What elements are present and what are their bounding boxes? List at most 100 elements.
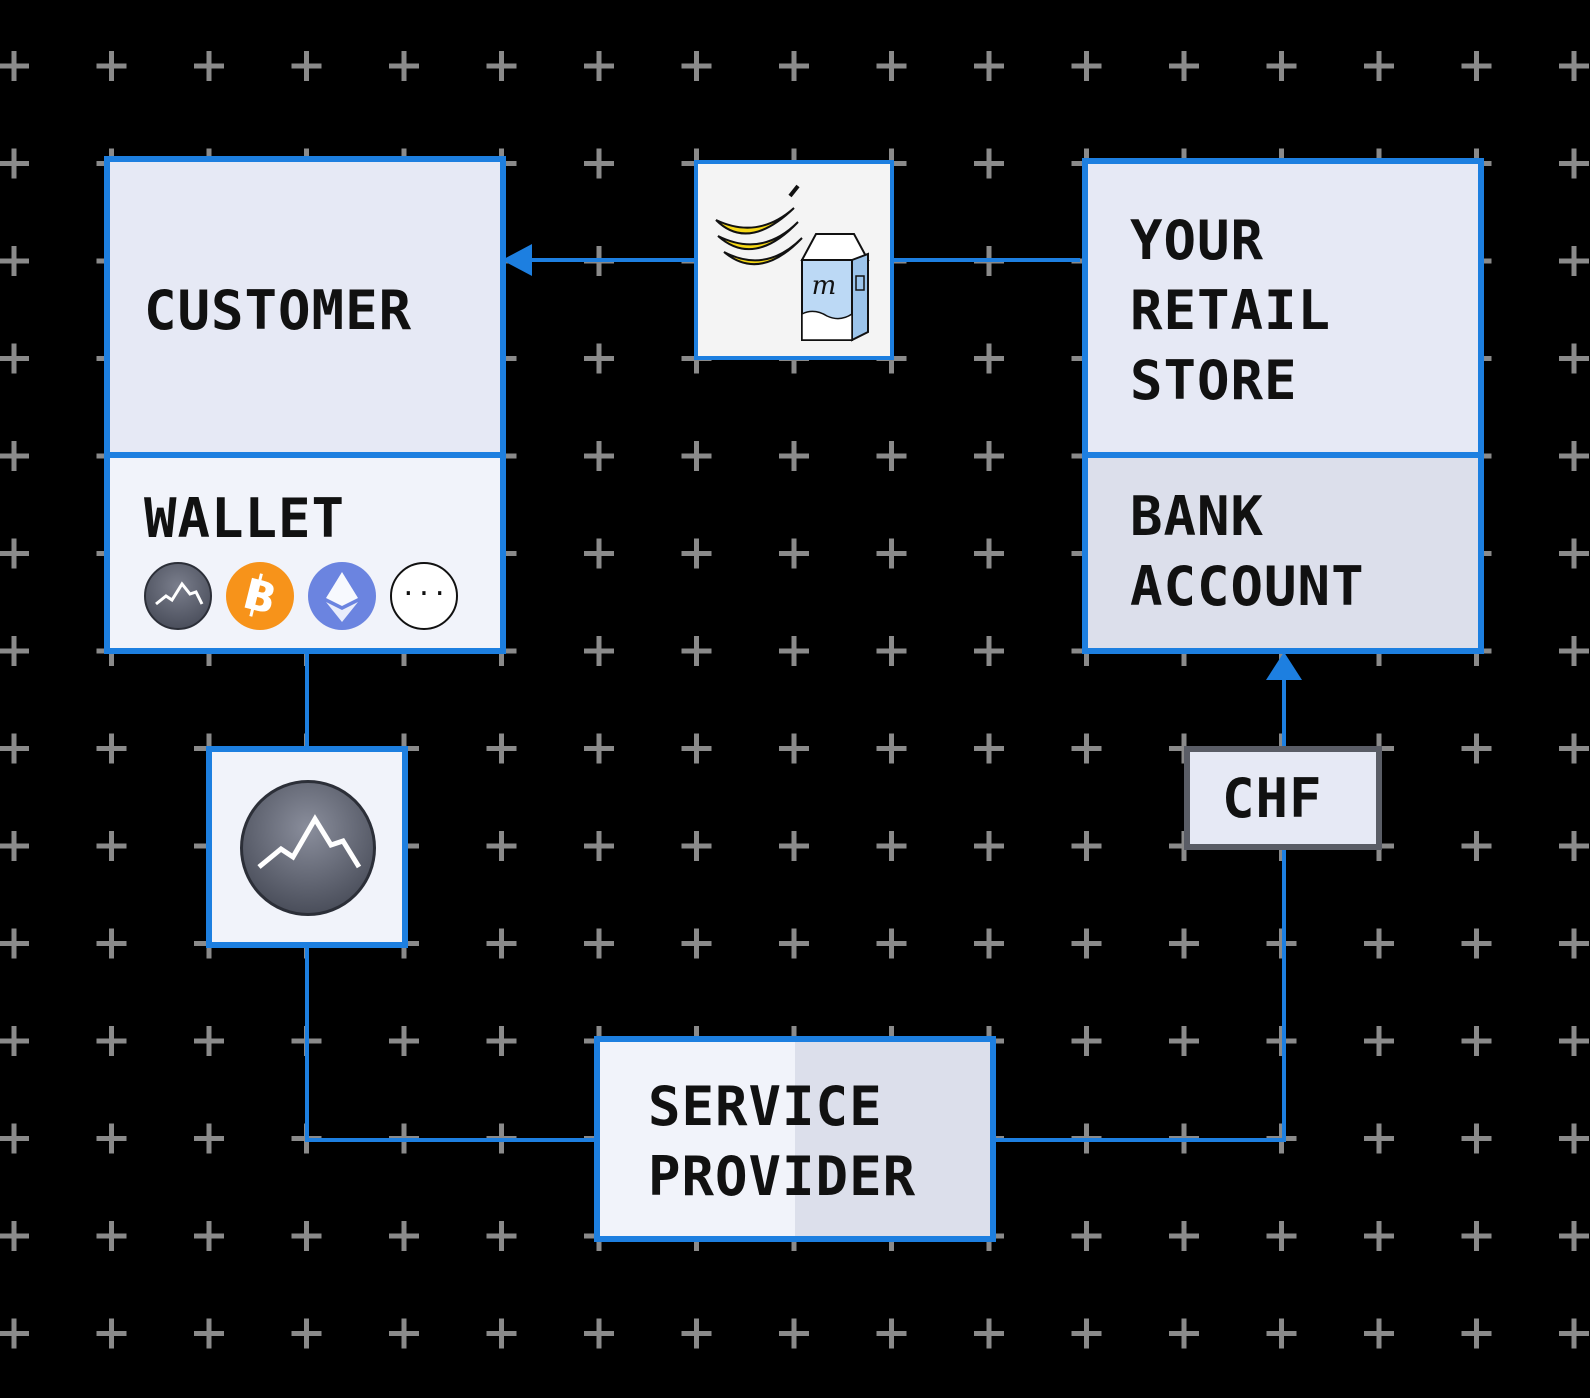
grid-cross — [779, 538, 809, 569]
grid-cross — [486, 831, 517, 861]
grid-cross — [974, 733, 1004, 764]
grid-cross — [974, 831, 1004, 861]
grid-cross — [194, 51, 224, 81]
grid-cross — [779, 928, 809, 959]
mountain-coin-icon — [144, 562, 212, 630]
grid-cross — [779, 636, 809, 666]
grid-cross — [1169, 1318, 1199, 1349]
bank-label: BANK ACCOUNT — [1130, 485, 1365, 618]
grid-cross — [1461, 1026, 1492, 1056]
banana-icon — [715, 184, 803, 266]
grid-cross — [1071, 1026, 1102, 1056]
grid-cross — [1559, 441, 1589, 471]
grid-cross — [584, 51, 614, 81]
grid-cross — [1559, 1221, 1589, 1251]
grid-cross — [876, 831, 907, 861]
grid-cross — [974, 148, 1004, 179]
grid-cross — [584, 1318, 614, 1349]
grid-cross — [681, 538, 712, 569]
grid-cross — [0, 1318, 29, 1349]
grid-cross — [0, 148, 29, 179]
grid-cross — [1266, 1318, 1297, 1349]
grid-cross — [681, 441, 712, 471]
grid-cross — [1559, 636, 1589, 666]
grid-cross — [974, 636, 1004, 666]
grid-cross — [681, 733, 712, 764]
grid-cross — [0, 1123, 29, 1154]
grid-cross — [1169, 1221, 1199, 1251]
arrowhead-into-customer — [502, 244, 532, 276]
grid-cross — [1461, 733, 1492, 764]
grid-cross — [1559, 928, 1589, 959]
more-icon: ··· — [390, 562, 458, 630]
grid-cross — [486, 1318, 517, 1349]
grid-cross — [779, 51, 809, 81]
grid-cross — [1559, 733, 1589, 764]
grid-cross — [584, 831, 614, 861]
grid-cross — [194, 1221, 224, 1251]
grid-cross — [0, 538, 29, 569]
grid-cross — [1071, 928, 1102, 959]
grid-cross — [1071, 51, 1102, 81]
grid-cross — [681, 636, 712, 666]
grid-cross — [389, 1221, 419, 1251]
grid-cross — [1559, 343, 1589, 374]
grid-cross — [0, 1026, 29, 1056]
grid-cross — [194, 1026, 224, 1056]
grid-cross — [974, 538, 1004, 569]
grid-cross — [96, 1221, 127, 1251]
grid-cross — [486, 1026, 517, 1056]
milk-carton-icon: m — [800, 233, 870, 342]
grid-cross — [681, 831, 712, 861]
grid-cross — [1559, 538, 1589, 569]
wallet-box: WALLET B ··· — [104, 452, 506, 654]
grid-cross — [1266, 1026, 1297, 1056]
grid-cross — [876, 538, 907, 569]
grid-cross — [194, 1123, 224, 1154]
grid-cross — [584, 928, 614, 959]
grid-cross — [1364, 1026, 1394, 1056]
arrowhead-into-bank — [1266, 652, 1302, 680]
grid-cross — [1559, 148, 1589, 179]
provider-label: SERVICE PROVIDER — [648, 1075, 917, 1208]
grid-cross — [194, 1318, 224, 1349]
grid-cross — [974, 928, 1004, 959]
wallet-label: WALLET — [144, 487, 346, 550]
grid-cross — [1071, 1221, 1102, 1251]
grid-cross — [1559, 246, 1589, 276]
grid-cross — [96, 928, 127, 959]
grid-cross — [1071, 733, 1102, 764]
grid-cross — [876, 636, 907, 666]
grid-cross — [681, 928, 712, 959]
grid-cross — [584, 148, 614, 179]
grid-cross — [1364, 51, 1394, 81]
grid-cross — [1071, 1318, 1102, 1349]
customer-label: CUSTOMER — [144, 279, 413, 342]
grid-cross — [486, 733, 517, 764]
grid-cross — [876, 1318, 907, 1349]
grid-cross — [1169, 928, 1199, 959]
grid-cross — [1461, 928, 1492, 959]
grid-cross — [96, 1026, 127, 1056]
grid-cross — [1461, 1123, 1492, 1154]
grid-cross — [974, 1318, 1004, 1349]
grid-cross — [486, 51, 517, 81]
store-box: YOUR RETAIL STORE — [1082, 158, 1484, 460]
grid-cross — [974, 51, 1004, 81]
grid-cross — [584, 441, 614, 471]
grid-cross — [584, 733, 614, 764]
grid-cross — [1266, 51, 1297, 81]
grid-cross — [876, 51, 907, 81]
store-label: YOUR RETAIL STORE — [1130, 209, 1332, 412]
grid-cross — [0, 928, 29, 959]
grid-cross — [0, 1221, 29, 1251]
grid-cross — [0, 636, 29, 666]
more-icon-dots: ··· — [400, 579, 448, 609]
grid-cross — [486, 1221, 517, 1251]
grid-cross — [96, 1123, 127, 1154]
grid-cross — [0, 831, 29, 861]
grid-cross — [1461, 51, 1492, 81]
grid-cross — [96, 831, 127, 861]
token-box — [206, 746, 408, 948]
